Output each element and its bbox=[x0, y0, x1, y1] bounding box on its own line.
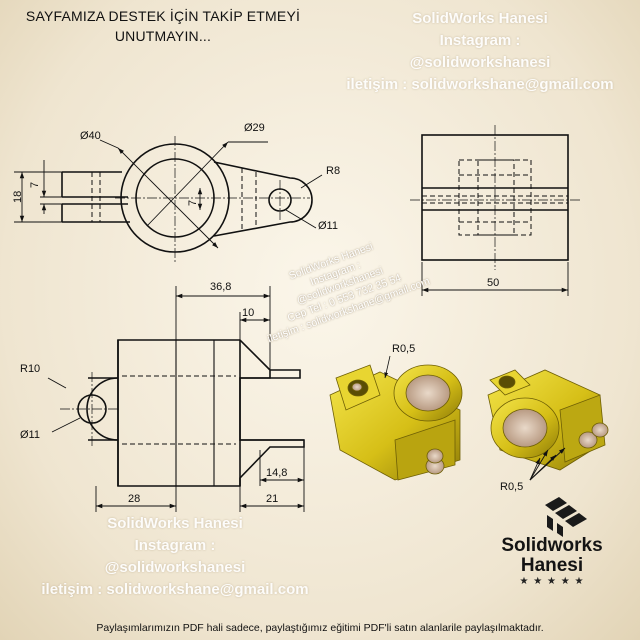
dim-h18: 18 bbox=[12, 191, 24, 203]
side-view bbox=[410, 125, 580, 296]
footer-note: Paylaşımlarımızın PDF hali sadece, payla… bbox=[96, 622, 544, 634]
dim-d11-top: Ø11 bbox=[318, 220, 338, 232]
dim-w14-8: 14,8 bbox=[266, 467, 287, 479]
front-view-body bbox=[117, 339, 305, 487]
top-view-arm bbox=[213, 161, 313, 237]
brand-sub: Hanesi bbox=[520, 555, 584, 576]
dim-w50: 50 bbox=[487, 277, 499, 289]
watermark-top-line3: @solidworkshanesi bbox=[409, 54, 551, 71]
watermark-bottom: SolidWorks Hanesi Instagram : @solidwork… bbox=[10, 513, 340, 601]
top-view bbox=[14, 136, 323, 262]
watermark-top-line2: Instagram : bbox=[439, 32, 521, 49]
dim-d11-front: Ø11 bbox=[20, 429, 40, 441]
dim-w21: 21 bbox=[266, 493, 278, 505]
follow-banner-line1: SAYFAMIZA DESTEK İÇİN TAKİP ETMEYİ bbox=[25, 8, 301, 24]
watermark-top: SolidWorks Hanesi Instagram : @solidwork… bbox=[330, 8, 630, 96]
top-view-upper-tab bbox=[61, 171, 128, 198]
watermark-bottom-line1: SolidWorks Hanesi bbox=[107, 515, 243, 532]
dim-r10: R10 bbox=[20, 363, 40, 375]
brand-logo-mark bbox=[545, 497, 587, 537]
dim-r8: R8 bbox=[326, 165, 340, 177]
dim-r0-5-top: R0,5 bbox=[392, 343, 415, 355]
watermark-bottom-line4: iletişim : solidworkshane@gmail.com bbox=[41, 581, 309, 598]
dim-h7-center: 7 bbox=[187, 200, 199, 206]
iso-part-left bbox=[329, 355, 463, 481]
front-view bbox=[47, 286, 305, 512]
brand-stars: ★ ★ ★ ★ ★ bbox=[519, 576, 585, 587]
watermark-bottom-line2: Instagram : bbox=[134, 537, 216, 554]
follow-banner: SAYFAMIZA DESTEK İÇİN TAKİP ETMEYİ UNUTM… bbox=[8, 6, 318, 46]
follow-banner-line2: UNUTMAYIN... bbox=[114, 28, 212, 44]
brand-logo: Solidworks Hanesi ★ ★ ★ ★ ★ bbox=[492, 490, 612, 610]
top-view-lower-tab bbox=[61, 203, 130, 223]
dim-w28: 28 bbox=[128, 493, 140, 505]
iso-part-right bbox=[487, 369, 609, 481]
dim-d29: Ø29 bbox=[244, 122, 265, 134]
brand-name: Solidworks bbox=[501, 535, 603, 556]
dim-w36-8: 36,8 bbox=[210, 281, 231, 293]
watermark-bottom-line3: @solidworkshanesi bbox=[104, 559, 246, 576]
dim-r0-5-bottom: R0,5 bbox=[500, 481, 523, 493]
dim-h7-left: 7 bbox=[29, 182, 41, 188]
watermark-top-line4: iletişim : solidworkshane@gmail.com bbox=[346, 76, 614, 93]
dim-w10: 10 bbox=[242, 307, 254, 319]
dim-d40: Ø40 bbox=[80, 130, 101, 142]
front-view-lug bbox=[86, 377, 119, 441]
watermark-top-line1: SolidWorks Hanesi bbox=[412, 10, 548, 27]
